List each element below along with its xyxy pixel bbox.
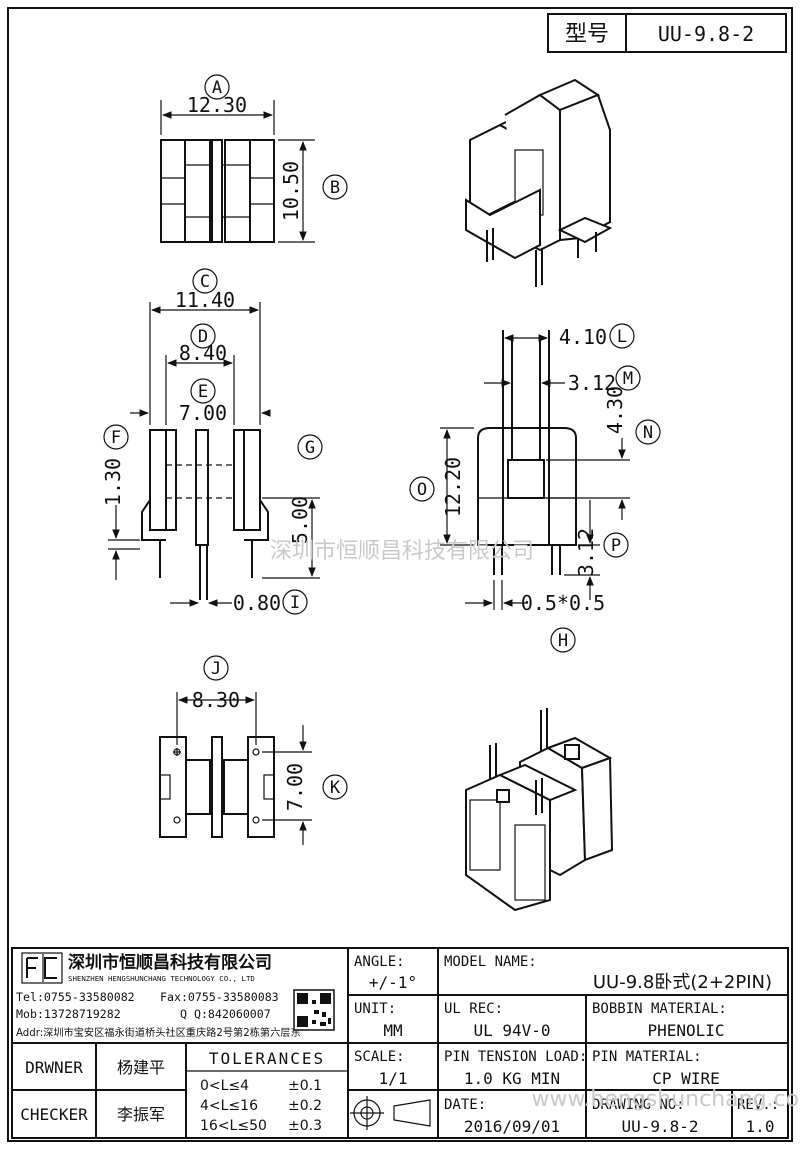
dim-o-value: 12.20 [441, 457, 465, 517]
dim-g-value: 5.00 [288, 496, 312, 544]
dim-b-letter: B [330, 178, 340, 198]
model-caption: 型号 [565, 22, 609, 47]
watermark-url: www.hengshunchang.com [531, 1087, 800, 1112]
tolerance-range-3: 16<L≤50 [200, 1118, 267, 1134]
scale-label: SCALE: [354, 1049, 405, 1065]
isometric-view-top [465, 78, 613, 287]
tolerance-range-1: 0<L≤4 [200, 1078, 249, 1094]
dim-n-value: 4.30 [603, 386, 627, 434]
tolerance-value-3: ±0.3 [288, 1118, 322, 1134]
dim-b-value: 10.50 [279, 161, 303, 221]
dim-f-letter: F [111, 428, 121, 448]
qr-code-icon [293, 989, 335, 1031]
model-name-value: UU-9.8卧式(2+2PIN) [593, 972, 772, 993]
watermark: 深圳市恒顺昌科技有限公司 [270, 539, 534, 564]
dim-g-letter: G [305, 438, 315, 458]
checker-name: 李振军 [117, 1105, 165, 1124]
company-fax: Fax:0755-33580083 [160, 990, 279, 1004]
dim-m-letter: M [623, 369, 633, 389]
title-block: 深圳市恒顺昌科技有限公司 SHENZHEN HENGSHUNCHANG TECH… [11, 947, 789, 1139]
pin-material-value: CP WIRE [652, 1069, 719, 1088]
model-header-box: 型号 UU-9.8-2 [547, 13, 787, 53]
scale-value: 1/1 [379, 1069, 408, 1088]
company-mob: Mob:13728719282 [16, 1007, 121, 1021]
model-code: UU-9.8-2 [658, 22, 754, 46]
dim-p-letter: P [611, 536, 621, 556]
isometric-view-bottom [465, 708, 614, 912]
dim-d-letter: D [198, 327, 208, 347]
dim-j-value: 8.30 [192, 688, 240, 712]
pin-tension-value: 1.0 KG MIN [464, 1069, 560, 1088]
pin-material-label: PIN MATERIAL: [592, 1049, 702, 1065]
dim-h-letter: H [558, 631, 568, 651]
company-addr: Addr:深圳市宝安区福永街道桥头社区重庆路2号第2栋第六层东 [16, 1026, 301, 1039]
dim-l-value: 4.10 [559, 325, 607, 349]
dim-n-letter: N [643, 423, 653, 443]
unit-value: MM [383, 1021, 402, 1040]
drawer-label: DRWNER [25, 1058, 83, 1077]
bottom-view: 8.30 J 7.00 K [159, 655, 348, 845]
top-view: 12.30 A 10.50 B [160, 74, 348, 243]
dim-a-value: 12.30 [187, 93, 247, 117]
dim-i-letter: I [290, 593, 300, 613]
dim-e-letter: E [198, 382, 208, 402]
drawing-no-label: DRAWING NO: [592, 1097, 685, 1113]
company-name-en: SHENZHEN HENGSHUNCHANG TECHNOLOGY CO., L… [68, 974, 255, 983]
date-label: DATE: [444, 1097, 486, 1113]
dim-o-letter: O [417, 480, 427, 500]
drawer-name: 杨建平 [117, 1058, 165, 1077]
rev-value: 1.0 [746, 1117, 775, 1136]
company-name-cn: 深圳市恒顺昌科技有限公司 [68, 952, 272, 973]
dim-h-value: 0.5*0.5 [521, 591, 605, 615]
tolerances-label: TOLERANCES [209, 1049, 325, 1068]
company-logo-icon [21, 952, 63, 984]
company-qq: Q Q:842060007 [180, 1007, 271, 1021]
dim-i-value: 0.80 [233, 591, 281, 615]
dim-k-value: 7.00 [283, 763, 307, 811]
dim-a-letter: A [212, 78, 222, 98]
model-name-label: MODEL NAME: [444, 954, 537, 970]
bobbin-material-label: BOBBIN MATERIAL: [592, 1001, 727, 1017]
third-angle-projection-icon [350, 1096, 431, 1130]
unit-label: UNIT: [354, 1001, 396, 1017]
dim-m-value: 3.12 [568, 371, 616, 395]
date-value: 2016/09/01 [464, 1117, 560, 1136]
front-view: 11.40 C 8.40 D 7.00 E 1.30 F 5.00 G 0.80 [101, 268, 323, 615]
sheet-border [7, 7, 793, 1142]
tolerance-value-1: ±0.1 [288, 1078, 322, 1094]
dim-k-letter: K [330, 778, 341, 798]
tolerance-value-2: ±0.2 [288, 1098, 322, 1114]
drawing-no-value: UU-9.8-2 [621, 1117, 698, 1136]
ul-rec-value: UL 94V-0 [473, 1021, 550, 1040]
dim-p-value: 3.12 [574, 528, 598, 576]
rev-label: REV.: [737, 1097, 779, 1113]
angle-value: +/-1° [369, 973, 417, 992]
tolerance-range-2: 4<L≤16 [200, 1098, 258, 1114]
dim-c-value: 11.40 [175, 288, 235, 312]
dim-j-letter: J [211, 659, 221, 679]
side-view: 4.10 L 3.12 M 4.30 N 12.20 O 3.12 P [409, 323, 661, 653]
dim-l-letter: L [617, 327, 627, 347]
angle-label: ANGLE: [354, 954, 405, 970]
pin-tension-label: PIN TENSION LOAD: [444, 1049, 587, 1065]
checker-label: CHECKER [20, 1105, 88, 1124]
dim-c-letter: C [200, 272, 210, 292]
dim-d-value: 8.40 [179, 341, 227, 365]
ul-rec-label: UL REC: [444, 1001, 503, 1017]
dim-f-value: 1.30 [101, 458, 125, 506]
company-tel: Tel:0755-33580082 [16, 990, 135, 1004]
dim-e-value: 7.00 [179, 401, 227, 425]
bobbin-material-value: PHENOLIC [647, 1021, 724, 1040]
